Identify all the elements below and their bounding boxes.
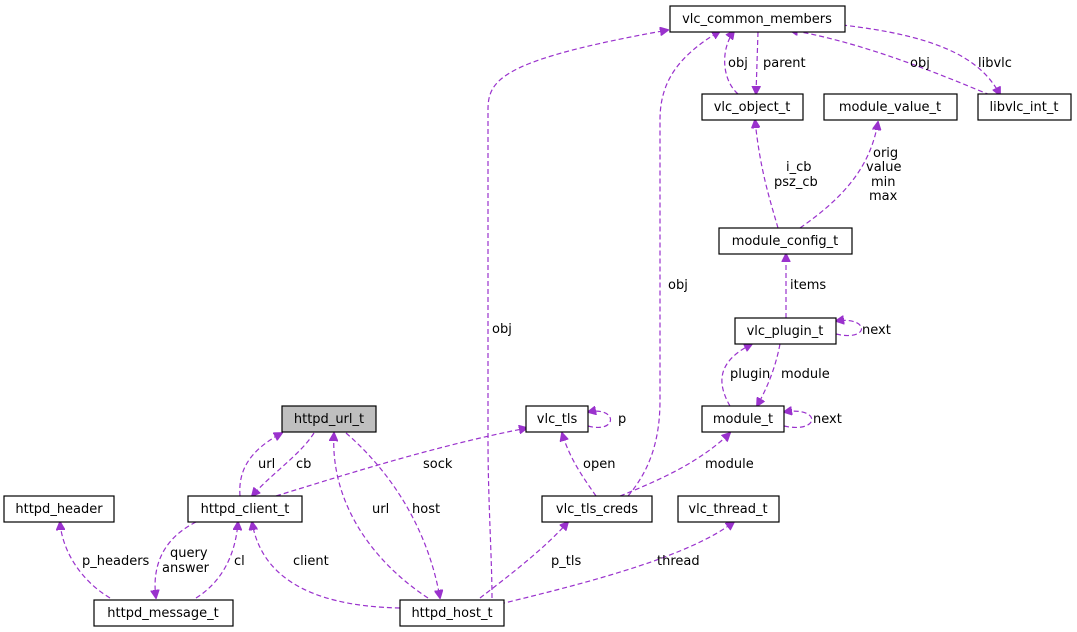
nodes: vlc_common_members vlc_object_t module_v… [3,5,1072,627]
label-libvlc: libvlc [978,56,1012,71]
edge-query-answer [155,521,197,598]
label-cl: cl [234,554,245,569]
edge-open [562,433,597,497]
edge-parent [756,31,758,94]
edge-host-obj [487,30,668,599]
label-sock: sock [423,457,453,472]
node-label: httpd_client_t [201,502,290,517]
node-module-config-t[interactable]: module_config_t [718,227,853,255]
node-label: vlc_tls [537,412,578,427]
edge-cb [252,432,315,496]
node-module-t[interactable]: module_t [701,405,785,433]
edge-url-client [239,433,282,497]
edge-plugin [721,344,752,407]
label-url-client: url [258,457,275,472]
node-httpd-header[interactable]: httpd_header [3,495,115,523]
node-label: vlc_tls_creds [556,502,638,517]
edge-config-object [755,120,779,229]
label-next-module: next [813,412,842,427]
label-thread: thread [657,554,700,569]
edge-plugin-next [836,320,863,337]
label-client: client [293,554,329,569]
node-vlc-tls-creds[interactable]: vlc_tls_creds [541,495,653,523]
node-httpd-client-t[interactable]: httpd_client_t [187,495,303,523]
node-vlc-common-members[interactable]: vlc_common_members [669,5,846,33]
edges [60,24,1000,609]
edge-thread [499,522,734,605]
node-vlc-object-t[interactable]: vlc_object_t [701,93,804,121]
label-items: items [790,278,826,293]
label-p-tls: p_tls [551,554,581,569]
label-p-headers: p_headers [82,554,150,569]
node-label: vlc_object_t [714,100,791,115]
label-orig: orig [873,146,898,161]
edge-config-value [799,122,878,229]
label-module-plugin: module [781,367,830,382]
label-obj-libvlc: obj [910,56,930,71]
node-label: httpd_header [15,502,103,517]
edge-labels: obj obj obj parent obj libvlc i_cb psz_c… [82,56,1012,576]
label-host: host [412,502,440,517]
node-label: vlc_common_members [682,12,832,27]
node-httpd-host-t[interactable]: httpd_host_t [399,599,505,627]
node-label: httpd_message_t [107,606,218,621]
label-url-host: url [372,502,389,517]
edge-libvlc [841,24,1000,95]
edge-module-plugin [757,343,781,406]
node-label: module_config_t [732,234,839,249]
edge-url-host [334,433,429,599]
node-label: vlc_thread_t [688,502,767,517]
edge-module-next [784,411,813,428]
edge-p-headers [60,522,111,599]
node-label: libvlc_int_t [990,100,1059,115]
edge-cl [195,522,238,599]
label-answer: answer [162,561,210,576]
edge-creds-obj [627,31,720,497]
label-plugin: plugin [730,367,770,382]
edge-sock [275,428,527,497]
label-parent: parent [763,56,806,71]
node-httpd-message-t[interactable]: httpd_message_t [93,599,234,627]
node-label: vlc_plugin_t [747,324,824,339]
edge-module-creds [619,433,730,497]
node-httpd-url-t[interactable]: httpd_url_t [281,405,377,433]
node-vlc-tls[interactable]: vlc_tls [525,405,589,433]
label-max: max [869,189,898,204]
label-obj-self: obj [728,56,748,71]
edge-tls-p [588,411,612,428]
node-module-value-t[interactable]: module_value_t [823,93,958,121]
node-libvlc-int-t[interactable]: libvlc_int_t [977,93,1072,121]
label-module-creds: module [705,457,754,472]
label-min: min [871,175,896,190]
edge-libvlc-obj [790,30,991,96]
node-label: module_t [713,412,773,427]
node-label: httpd_url_t [294,412,364,427]
label-next-plugin: next [862,323,891,338]
label-cb: cb [296,457,311,472]
edge-host [345,432,440,598]
label-obj-host: obj [492,322,512,337]
label-query: query [170,546,208,561]
edge-p-tls [479,522,568,599]
label-p: p [618,412,626,427]
edge-object-obj [724,31,739,95]
node-vlc-plugin-t[interactable]: vlc_plugin_t [734,317,837,345]
node-label: module_value_t [839,100,941,115]
node-vlc-thread-t[interactable]: vlc_thread_t [677,495,780,523]
label-psz-cb: psz_cb [774,175,818,190]
label-value: value [866,160,902,175]
node-label: httpd_host_t [411,606,492,621]
edge-client [252,522,401,609]
label-i-cb: i_cb [786,160,812,175]
label-obj-creds: obj [668,278,688,293]
label-open: open [583,457,615,472]
